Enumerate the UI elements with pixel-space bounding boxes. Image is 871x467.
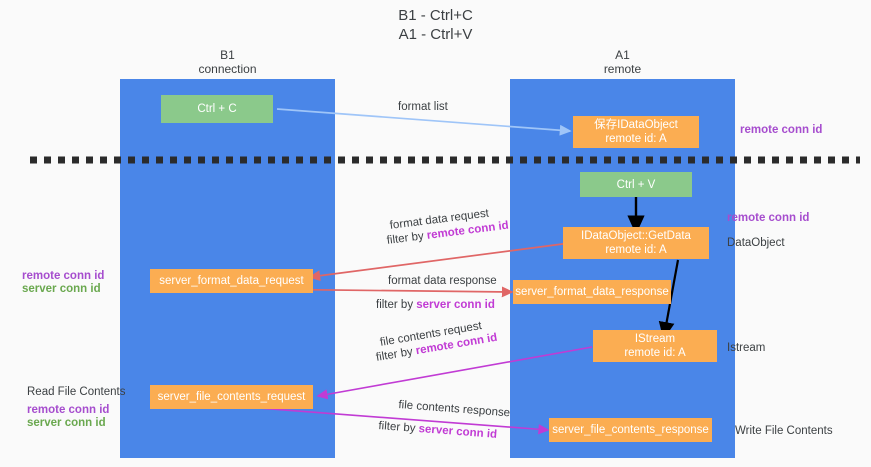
annotation-mid-server-conn-id: server conn id — [22, 283, 101, 295]
edge-label-file-contents-response-filter: filter by server conn id — [378, 419, 498, 443]
box-server-format-data-request[interactable]: server_format_data_request — [150, 269, 313, 293]
box-ctrl-c-label: Ctrl + C — [197, 103, 237, 115]
annotation-mid-remote-conn-id: remote conn id — [22, 270, 105, 282]
edge-label-file-contents-response-filter-prefix: filter by — [378, 419, 420, 435]
annotation-dataobject: DataObject — [727, 237, 785, 249]
column-header-b1-name: B1 — [220, 48, 235, 62]
column-header-a1-name: A1 — [615, 48, 630, 62]
edge-label-format-data-response-filter-prefix: filter by — [376, 299, 417, 311]
box-ctrl-c[interactable]: Ctrl + C — [161, 95, 273, 123]
box-server-file-contents-request-label: server_file_contents_request — [157, 391, 306, 403]
box-getdata-line-2: remote id: A — [605, 244, 667, 256]
annotation-istream: Istream — [727, 342, 766, 354]
box-getdata-line-1: IDataObject::GetData — [581, 230, 691, 242]
edge-label-format-data-response-filter: filter by server conn id — [376, 298, 495, 312]
annotation-write-file-contents: Write File Contents — [735, 425, 833, 437]
box-save-idataobject-line-2: remote id: A — [605, 133, 667, 145]
column-header-b1: B1 connection — [120, 48, 335, 76]
box-ctrl-v[interactable]: Ctrl + V — [580, 172, 692, 197]
page-title: B1 - Ctrl+C A1 - Ctrl+V — [0, 6, 871, 44]
box-getdata[interactable]: IDataObject::GetData remote id: A — [563, 227, 709, 259]
box-server-file-contents-response[interactable]: server_file_contents_response — [549, 418, 712, 442]
annotation-remote-conn-id-mid: remote conn id — [727, 212, 810, 224]
edge-label-file-contents-response-filter-key: server conn id — [418, 423, 498, 441]
edge-label-format-list: format list — [398, 101, 448, 113]
box-server-file-contents-response-label: server_file_contents_response — [552, 424, 709, 436]
annotation-remote-conn-id-top: remote conn id — [740, 124, 823, 136]
column-header-a1-sub: remote — [603, 62, 642, 76]
edge-label-format-data-request-filter-prefix: filter by — [386, 229, 428, 247]
edge-label-file-contents-response: file contents response — [398, 398, 511, 421]
box-server-format-data-response-label: server_format_data_response — [515, 286, 669, 298]
box-istream[interactable]: IStream remote id: A — [593, 330, 717, 362]
column-header-b1-sub: connection — [198, 62, 257, 76]
box-istream-line-2: remote id: A — [624, 347, 686, 359]
edge-label-file-contents-response-text: file contents response — [398, 398, 511, 420]
box-save-idataobject[interactable]: 保存IDataObject remote id: A — [573, 116, 699, 148]
edge-label-format-data-response: format data response — [388, 275, 497, 287]
column-header-a1: A1 remote — [510, 48, 735, 76]
page-title-line-1: B1 - Ctrl+C — [398, 7, 473, 24]
box-server-format-data-response[interactable]: server_format_data_response — [513, 280, 671, 304]
box-server-format-data-request-label: server_format_data_request — [159, 275, 304, 287]
box-istream-line-1: IStream — [634, 333, 676, 345]
box-server-file-contents-request[interactable]: server_file_contents_request — [150, 385, 313, 409]
edge-label-format-data-response-filter-key: server conn id — [416, 299, 495, 311]
annotation-read-file-contents: Read File Contents — [27, 386, 126, 398]
annotation-bottom-remote-conn-id: remote conn id — [27, 404, 110, 416]
annotation-bottom-server-conn-id: server conn id — [27, 417, 106, 429]
box-save-idataobject-line-1: 保存IDataObject — [594, 119, 678, 131]
page-title-line-2: A1 - Ctrl+V — [398, 26, 473, 43]
box-ctrl-v-label: Ctrl + V — [616, 178, 656, 191]
